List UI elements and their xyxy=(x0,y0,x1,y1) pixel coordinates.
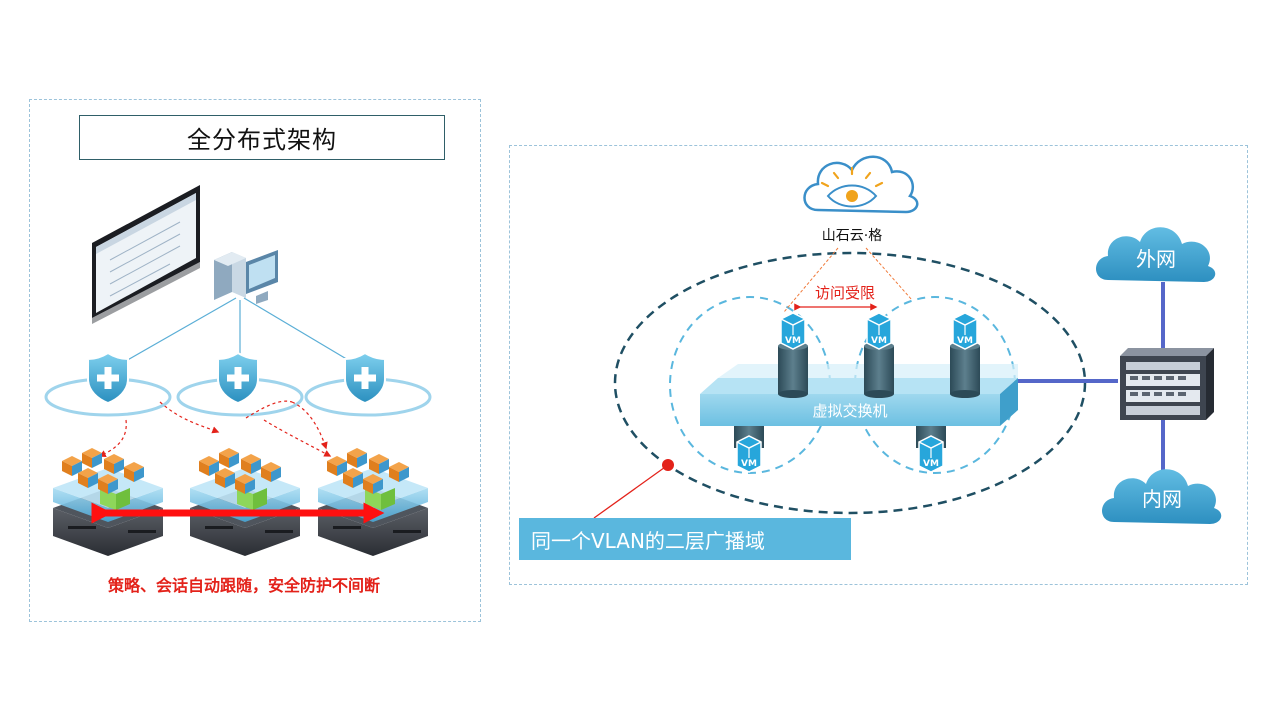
vm-label: VM xyxy=(741,459,757,469)
vm-top-1 xyxy=(778,312,808,398)
internal-network-label: 内网 xyxy=(1142,487,1182,511)
external-network-label: 外网 xyxy=(1136,247,1176,271)
server-stack-icon xyxy=(318,448,428,556)
follow-caption: 策略、会话自动跟随，安全防护不间断 xyxy=(107,576,380,595)
vm-bottom-2 xyxy=(916,426,946,473)
shield-icon xyxy=(87,352,129,404)
vm-label: VM xyxy=(871,336,887,346)
vm-label: VM xyxy=(923,459,939,469)
pointer-line xyxy=(593,464,669,519)
vm-label: VM xyxy=(957,336,973,346)
shield-icon xyxy=(344,352,386,404)
left-panel xyxy=(29,99,481,622)
vm-top-2 xyxy=(864,312,894,398)
brand-cloud-icon xyxy=(803,155,919,214)
server-stack-icon xyxy=(190,448,300,556)
vm-bottom-1 xyxy=(734,426,764,473)
server-stack-icon xyxy=(53,448,163,556)
right-panel xyxy=(509,145,1248,585)
firewall-appliance-icon xyxy=(1120,348,1214,420)
vlan-caption: 同一个VLAN的二层广播域 xyxy=(519,518,851,560)
page-title: 全分布式架构 xyxy=(79,115,445,160)
network-links xyxy=(1018,282,1165,474)
follow-arrows xyxy=(98,400,332,457)
access-lines xyxy=(783,247,913,313)
pointer-dot xyxy=(662,459,674,471)
access-restricted-label: 访问受限 xyxy=(815,284,875,302)
monitor-icon xyxy=(92,185,200,324)
vm-top-3 xyxy=(950,312,980,398)
virtual-switch-label: 虚拟交换机 xyxy=(812,402,887,420)
computer-icon xyxy=(214,250,278,304)
vm-label: VM xyxy=(785,336,801,346)
brand-label: 山石云·格 xyxy=(822,228,882,244)
shield-icon xyxy=(217,352,259,404)
